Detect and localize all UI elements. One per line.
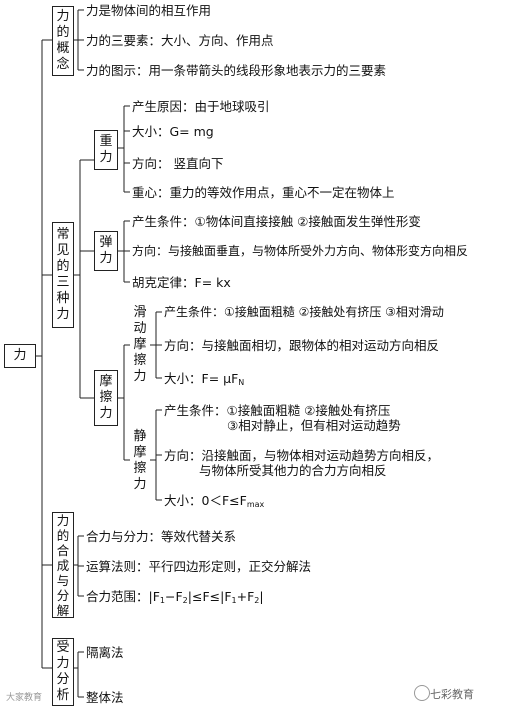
root-node: 力 <box>4 344 36 368</box>
title-char: 力 <box>56 9 70 24</box>
title-char: 种 <box>56 291 70 306</box>
title-char: 三 <box>56 275 70 290</box>
range-e: | <box>259 589 264 604</box>
static-item: ③相对静止，但有相对运动趋势 <box>227 418 401 433</box>
wechat-icon <box>414 685 430 701</box>
elastic-item: 产生条件：①物体间直接接触 ②接触面发生弹性形变 <box>132 214 421 229</box>
sub-2: 2 <box>182 596 188 605</box>
title-char: 力 <box>99 150 113 165</box>
compose-item: 合力范围：|F1−F2|≤F≤|F1+F2| <box>86 589 264 608</box>
title-char: 概 <box>56 41 70 56</box>
sub-1: 1 <box>231 596 237 605</box>
title-char: 解 <box>56 602 70 618</box>
title-char: 擦 <box>133 461 147 476</box>
static-item: 大小：0＜F≤Fmax <box>164 493 264 512</box>
gravity-item: 方向： 竖直向下 <box>132 156 224 171</box>
title-char: 受 <box>56 640 70 655</box>
title-char: 静 <box>133 429 147 444</box>
title-char: 力 <box>133 477 147 492</box>
analysis-item: 隔离法 <box>86 645 124 660</box>
static-size-text: 大小：0＜F≤F <box>164 493 247 508</box>
elastic-box: 弹 力 <box>94 231 118 271</box>
compose-item: 合力与分力：等效代替关系 <box>86 529 237 544</box>
title-char: 力 <box>99 406 113 421</box>
sub-2: 2 <box>254 596 260 605</box>
title-char: 力 <box>99 251 113 266</box>
subscript-max: max <box>246 500 265 509</box>
title-char: 力 <box>56 512 70 528</box>
watermark-left: 大家教育 <box>6 693 43 703</box>
title-char: 滑 <box>133 305 147 320</box>
title-char: 动 <box>133 321 147 336</box>
root-label: 力 <box>13 348 27 363</box>
sub-1: 1 <box>159 596 165 605</box>
title-char: 的 <box>56 25 70 40</box>
analysis-item: 整体法 <box>86 690 124 705</box>
range-a: 合力范围：|F <box>86 589 160 604</box>
sliding-size-text: 大小：F= μF <box>164 371 239 386</box>
elastic-item: 方向：与接触面垂直，与物体所受外力方向、物体形变方向相反 <box>132 244 469 258</box>
sliding-item: 大小：F= μFN <box>164 371 244 390</box>
title-char: 擦 <box>133 353 147 368</box>
title-char: 分 <box>56 672 70 687</box>
section-force-analysis-box: 受 力 分 析 <box>52 638 74 706</box>
watermark-right: 七彩教育 <box>430 688 474 701</box>
title-char: 力 <box>56 307 70 322</box>
concept-item: 力的图示：用一条带箭头的线段形象地表示力的三要素 <box>86 63 387 78</box>
title-char: 合 <box>56 542 70 558</box>
title-char: 力 <box>56 656 70 671</box>
title-char: 析 <box>56 688 70 703</box>
title-char: 弹 <box>99 235 113 250</box>
title-char: 常 <box>56 227 70 242</box>
sliding-item: 方向：与接触面相切，跟物体的相对运动方向相反 <box>164 338 440 353</box>
title-char: 摩 <box>133 337 147 352</box>
concept-item: 力是物体间的相互作用 <box>86 3 212 18</box>
title-char: 力 <box>133 369 147 384</box>
title-char: 的 <box>56 259 70 274</box>
static-item: 产生条件：①接触面粗糙 ②接触处有挤压 <box>164 403 391 418</box>
static-item: 与物体所受其他力的合力方向相反 <box>199 463 387 478</box>
title-char: 摩 <box>133 445 147 460</box>
range-c: |≤F≤|F <box>187 589 232 604</box>
friction-box: 摩 擦 力 <box>94 370 118 426</box>
sliding-friction-label: 滑 动 摩 擦 力 <box>131 305 149 385</box>
subscript-n: N <box>238 378 245 387</box>
static-friction-label: 静 摩 擦 力 <box>131 428 149 494</box>
gravity-item: 产生原因：由于地球吸引 <box>132 99 270 114</box>
title-char: 与 <box>56 572 70 588</box>
gravity-item: 重心：重力的等效作用点，重心不一定在物体上 <box>132 185 395 200</box>
compose-item: 运算法则：平行四边形定则，正交分解法 <box>86 559 312 574</box>
gravity-box: 重 力 <box>94 130 118 170</box>
title-char: 的 <box>56 527 70 543</box>
concept-item: 力的三要素：大小、方向、作用点 <box>86 33 274 48</box>
static-item: 方向：沿接触面，与物体相对运动趋势方向相反， <box>164 448 440 463</box>
sliding-item: 产生条件：①接触面粗糙 ②接触处有挤压 ③相对滑动 <box>164 305 444 319</box>
range-d: +F <box>236 589 255 604</box>
title-char: 摩 <box>99 374 113 389</box>
title-char: 念 <box>56 57 70 72</box>
section-compose-box: 力 的 合 成 与 分 解 <box>52 512 74 618</box>
title-char: 见 <box>56 243 70 258</box>
title-char: 重 <box>99 134 113 149</box>
title-char: 分 <box>56 587 70 603</box>
title-char: 擦 <box>99 390 113 405</box>
section-concept-box: 力 的 概 念 <box>52 6 74 76</box>
title-char: 成 <box>56 557 70 573</box>
range-b: −F <box>165 589 183 604</box>
section-three-forces-box: 常 见 的 三 种 力 <box>52 222 74 328</box>
elastic-item: 胡克定律：F= kx <box>132 275 231 290</box>
gravity-item: 大小：G= mg <box>132 124 214 139</box>
